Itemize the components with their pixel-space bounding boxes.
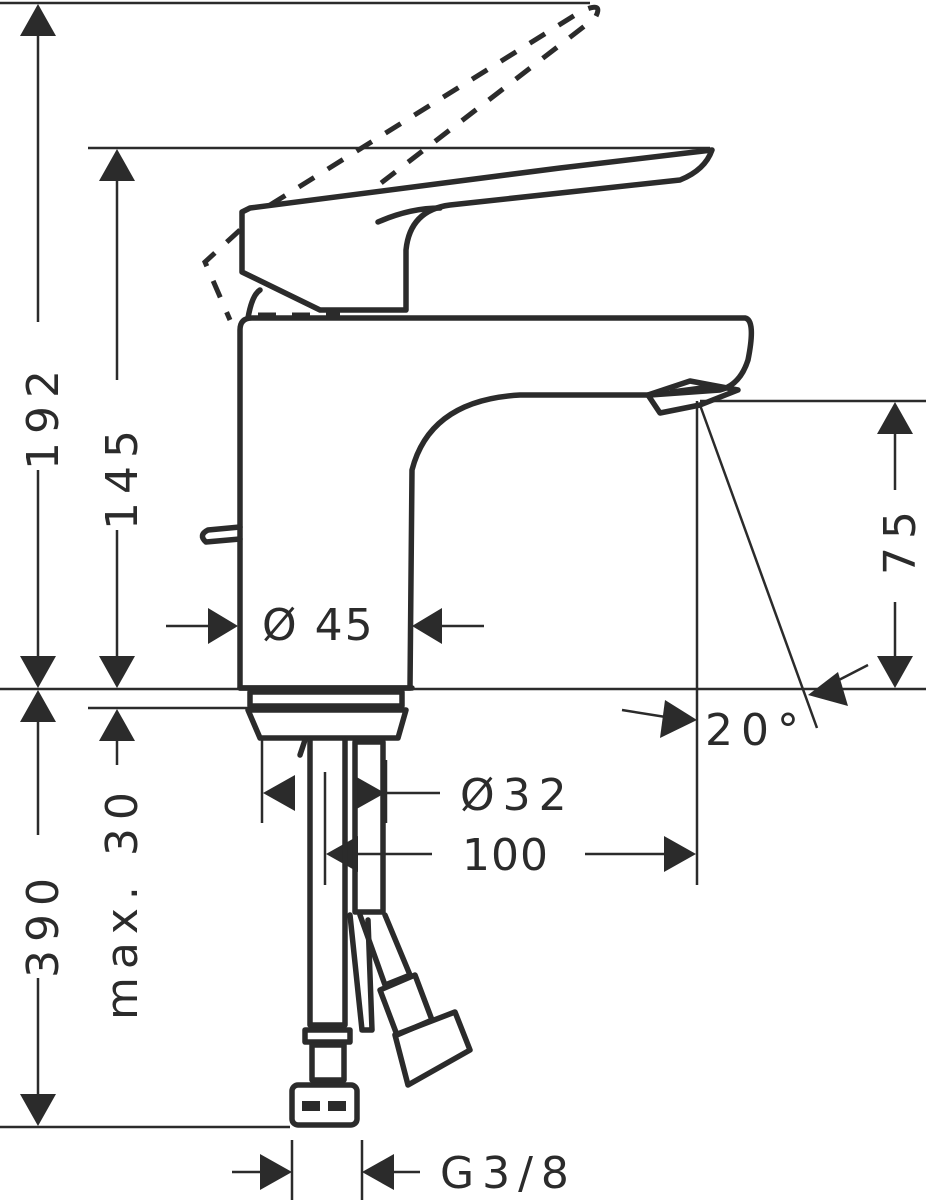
dimension-145: 145 (97, 149, 148, 688)
dimension-20-degree: 20° (621, 663, 869, 756)
popup-rod (199, 524, 243, 545)
svg-text:Ø 45: Ø 45 (262, 600, 375, 651)
mounting-base (245, 689, 409, 741)
supply-hose-right (347, 912, 473, 1088)
svg-text:Ø32: Ø32 (460, 770, 575, 821)
dimension-192: 192 (18, 4, 69, 688)
lever-handle (239, 147, 715, 321)
svg-text:192: 192 (18, 362, 69, 470)
threaded-shank (297, 737, 386, 915)
svg-text:145: 145 (97, 422, 148, 530)
dimension-g3-8: G3/8 (232, 1140, 577, 1200)
svg-text:100: 100 (462, 830, 549, 881)
dimension-diameter-32: Ø32 (260, 740, 575, 823)
svg-text:75: 75 (875, 503, 926, 575)
dimension-max-30: max. 30 (97, 709, 148, 1020)
lever-raised-outline (201, 4, 601, 321)
dimension-75: 75 (875, 402, 926, 688)
svg-text:G3/8: G3/8 (440, 1148, 577, 1199)
dimension-390: 390 (18, 690, 69, 1126)
svg-text:max. 30: max. 30 (97, 784, 148, 1020)
svg-text:20°: 20° (705, 705, 807, 756)
spout-angle-line (698, 404, 819, 729)
dimension-100: 100 (323, 772, 696, 885)
supply-hose-left (289, 737, 360, 1128)
dimension-diameter-45: Ø 45 (166, 600, 484, 651)
aerator (645, 378, 741, 416)
svg-text:390: 390 (18, 870, 69, 978)
